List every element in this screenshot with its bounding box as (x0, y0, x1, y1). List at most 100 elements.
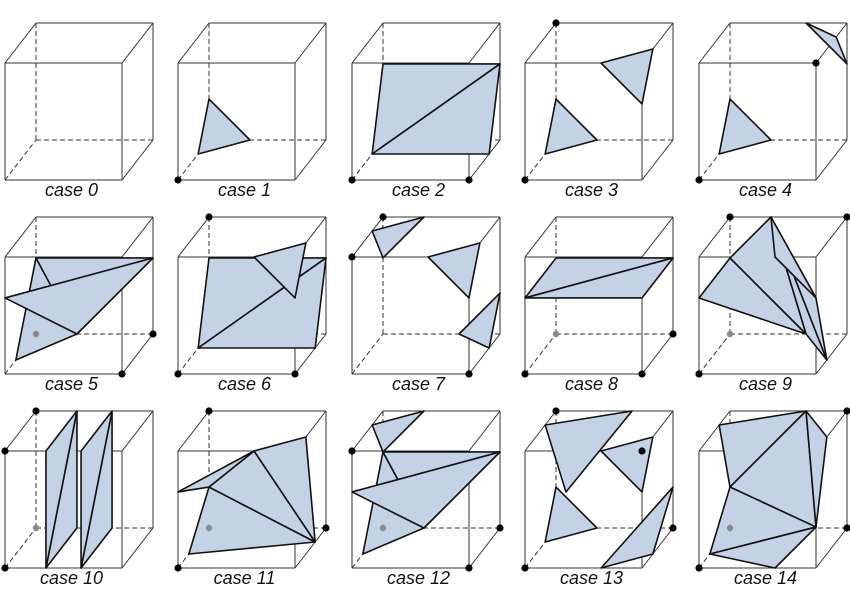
cube-edge (524, 216, 557, 258)
cube-edge (524, 22, 557, 64)
marked-vertex (348, 176, 356, 184)
marked-vertex (32, 407, 40, 415)
case-caption: case 9 (739, 374, 792, 394)
cube-hidden-edge (698, 333, 731, 375)
cube-edge (177, 22, 210, 64)
cube-case-10: case 10 (1, 407, 154, 588)
marked-vertex (669, 330, 677, 338)
cube-edge (641, 216, 674, 258)
cube-edge (294, 333, 327, 375)
cube-case-13: case 13 (521, 407, 677, 588)
cube-edge (698, 22, 731, 64)
cube-edge (351, 410, 384, 452)
cube-hidden-edge (4, 139, 37, 181)
isosurface-triangle (177, 450, 255, 493)
cube-edge (641, 333, 674, 375)
cube-edge (351, 22, 384, 64)
isosurface-triangle (458, 292, 501, 349)
case-caption: case 11 (214, 568, 276, 588)
cube-edge (121, 410, 154, 452)
cube-edge (641, 139, 674, 181)
marked-vertex (521, 176, 529, 184)
marked-vertex (726, 213, 734, 221)
marked-vertex (726, 330, 734, 338)
cube-edge (294, 139, 327, 181)
cube-edge (524, 410, 557, 452)
cube-hidden-edge (524, 333, 557, 375)
isosurface-triangle (253, 242, 307, 299)
isosurface-triangle (544, 410, 633, 493)
cube-case-3: case 3 (521, 19, 674, 200)
cube-edge (4, 410, 37, 452)
cube-case-5: case 5 (4, 216, 157, 394)
marked-vertex (174, 176, 182, 184)
isosurface-triangle (427, 242, 481, 299)
cube-case-14: case 14 (695, 407, 850, 588)
marked-vertex (1, 564, 9, 572)
isosurface-triangle (718, 98, 772, 155)
cube-edge (468, 333, 501, 375)
marked-vertex (465, 176, 473, 184)
isosurface-triangle (371, 216, 425, 259)
case-caption: case 1 (218, 180, 271, 200)
cube-edge (815, 333, 848, 375)
cube-edge (468, 22, 501, 64)
isosurface-triangle (709, 526, 817, 569)
cube-edge (121, 22, 154, 64)
marked-vertex (205, 213, 213, 221)
marked-vertex (205, 407, 213, 415)
marked-vertex (32, 524, 40, 532)
marked-vertex (552, 19, 560, 27)
case-caption: case 3 (565, 180, 618, 200)
isosurface-triangle (770, 216, 817, 299)
cube-edge (468, 410, 501, 452)
cube-edge (177, 410, 210, 452)
marked-vertex (348, 253, 356, 261)
cube-edge (121, 139, 154, 181)
marked-vertex (291, 370, 299, 378)
cube-edge (698, 410, 731, 452)
cube-edge (468, 527, 501, 569)
marked-vertex (521, 370, 529, 378)
cube-edge (698, 216, 731, 258)
marked-vertex (465, 564, 473, 572)
cube-case-12: case 12 (348, 410, 504, 588)
isosurface-triangle (80, 410, 113, 569)
cube-edge (815, 527, 848, 569)
marked-vertex (552, 330, 560, 338)
cube-case-6: case 6 (174, 213, 327, 394)
marked-vertex (496, 524, 504, 532)
cube-case-8: case 8 (521, 216, 677, 394)
marked-vertex (205, 524, 213, 532)
cube-case-2: case 2 (348, 22, 501, 200)
cube-edge (121, 333, 154, 375)
cube-edge (815, 216, 848, 258)
marked-vertex (149, 330, 157, 338)
marked-vertex (695, 564, 703, 572)
cube-edge (4, 216, 37, 258)
isosurface-triangle (371, 63, 501, 155)
marked-vertex (695, 370, 703, 378)
case-caption: case 14 (734, 568, 797, 588)
isosurface-triangle (45, 410, 78, 569)
cube-case-11: case 11 (174, 407, 330, 588)
cube-edge (121, 527, 154, 569)
marked-vertex (695, 176, 703, 184)
marked-vertex (812, 59, 820, 67)
marked-vertex (174, 370, 182, 378)
isosurface-triangle (544, 486, 598, 543)
isosurface-triangle (600, 48, 654, 105)
cube-edge (177, 216, 210, 258)
isosurface-triangle (600, 486, 674, 569)
marked-vertex (638, 447, 646, 455)
isosurface-triangle (805, 22, 848, 65)
isosurface-triangle (4, 257, 154, 335)
cube-hidden-edge (4, 527, 37, 569)
isosurface-triangle (544, 98, 598, 155)
cube-edge (294, 527, 327, 569)
isosurface-triangle (371, 410, 425, 453)
marked-vertex (726, 524, 734, 532)
marked-vertex (843, 213, 850, 221)
marked-vertex (32, 330, 40, 338)
